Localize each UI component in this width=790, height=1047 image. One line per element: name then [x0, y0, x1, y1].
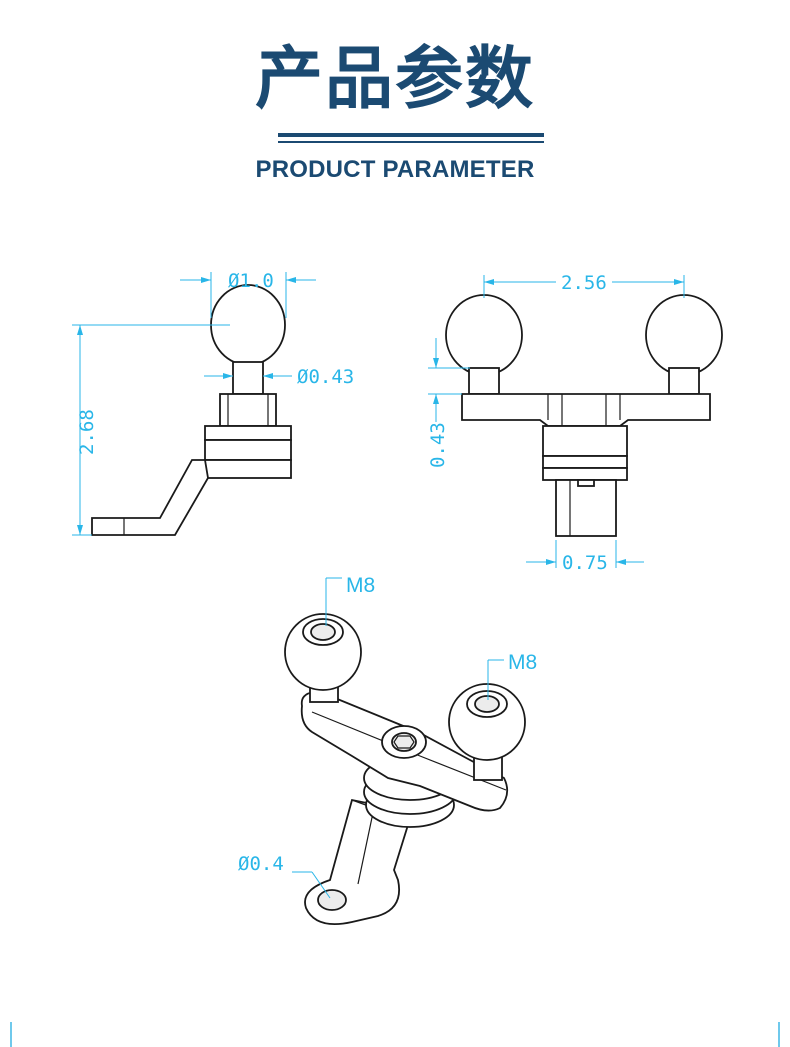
- dim-neck-diameter: [204, 373, 292, 379]
- callout-thread-right-label: M8: [508, 651, 537, 674]
- callout-hole-diameter-label: Ø0.4: [238, 853, 284, 875]
- title-underline-thin: [278, 141, 544, 143]
- title-underline-thick: [278, 133, 544, 137]
- dim-ball-spacing-label: 2.56: [561, 272, 607, 294]
- isometric-view-drawing: [284, 613, 526, 926]
- page-title: 产品参数: [254, 40, 535, 119]
- callout-thread-left: [325, 577, 342, 626]
- dim-ball-diameter-label: Ø1.0: [228, 270, 274, 292]
- dim-total-height: [72, 324, 230, 536]
- dim-ball-diameter: [180, 272, 316, 318]
- dim-neck-diameter-label: Ø0.43: [297, 366, 354, 388]
- callout-thread-left-label: M8: [346, 574, 375, 597]
- callout-hole-diameter: [292, 871, 331, 899]
- dim-total-height-label: 2.68: [76, 409, 98, 455]
- dim-base-height: [428, 338, 470, 422]
- dim-shaft-width: [526, 540, 644, 568]
- side-view-drawing: [91, 284, 292, 536]
- dim-base-height-label: 0.43: [427, 422, 449, 468]
- dim-ball-spacing: [483, 275, 685, 298]
- callout-thread-right: [487, 659, 504, 700]
- page-subtitle: PRODUCT PARAMETER: [255, 156, 535, 183]
- edge-mark-right: [778, 1022, 780, 1047]
- edge-mark-left: [10, 1022, 12, 1047]
- dim-shaft-width-label: 0.75: [562, 552, 608, 574]
- front-view-drawing: [445, 294, 723, 537]
